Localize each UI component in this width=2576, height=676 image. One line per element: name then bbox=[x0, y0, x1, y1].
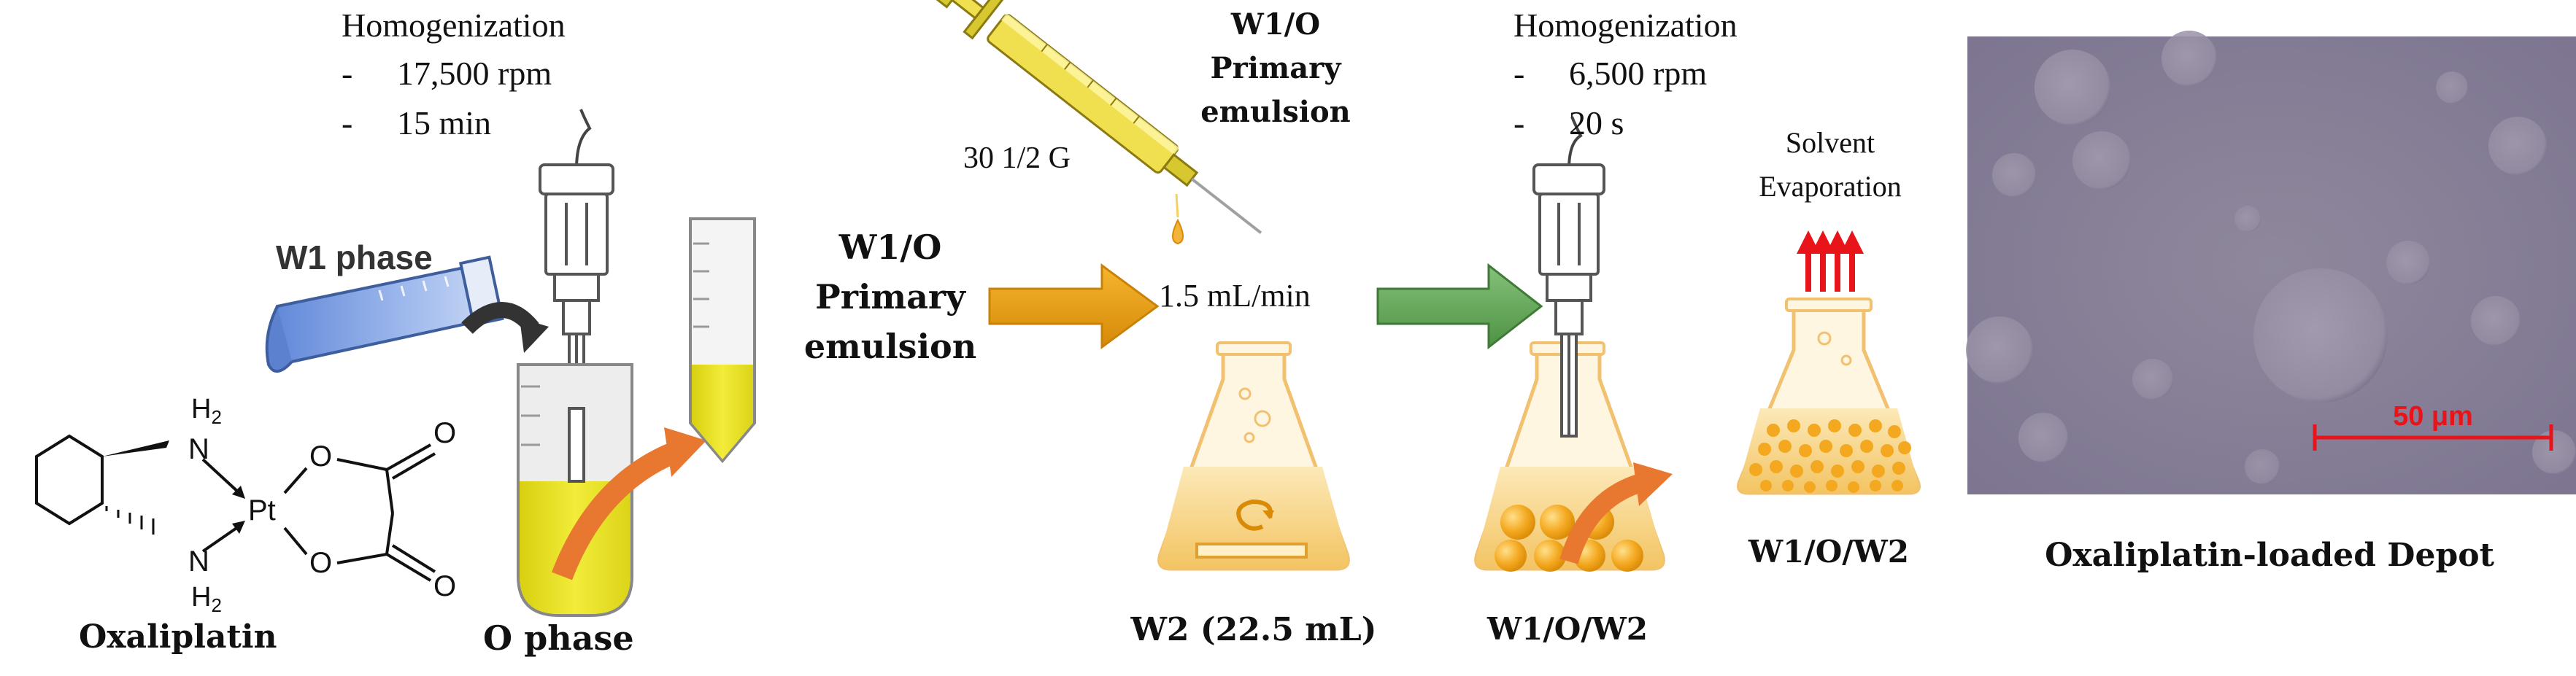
droplet bbox=[1172, 218, 1184, 245]
homogenizer-2 bbox=[1532, 116, 1605, 438]
wedge-bond-top bbox=[102, 440, 169, 457]
dashed-bond-bottom bbox=[105, 506, 155, 535]
transfer-arrow-1 bbox=[552, 440, 683, 580]
atom-n-top: N bbox=[188, 433, 209, 465]
needle-gauge-label: 30 1/2 G bbox=[963, 141, 1071, 175]
transfer-arrow-2-head bbox=[1633, 462, 1673, 506]
atom-n-bottom: N bbox=[188, 545, 209, 578]
atom-o2: O bbox=[309, 547, 333, 579]
homogenization-2-time: 20 s bbox=[1569, 104, 1624, 141]
evaporation-arrows bbox=[1797, 230, 1864, 292]
homogenization-1-title: Homogenization bbox=[342, 7, 566, 44]
transfer-arrow-2 bbox=[1559, 472, 1649, 564]
flow-rate-label: 1.5 mL/min bbox=[1159, 278, 1311, 314]
primary-emulsion-line1: W1/O bbox=[838, 228, 942, 267]
coordination-arrow-top bbox=[201, 458, 242, 496]
w1-phase-label: W1 phase bbox=[276, 238, 433, 276]
atom-pt: Pt bbox=[248, 494, 276, 527]
scale-bar bbox=[2313, 424, 2553, 451]
atom-o4: O bbox=[433, 570, 457, 602]
homogenization-2-bullet-2: - bbox=[1513, 104, 1525, 141]
homogenization-1-time: 15 min bbox=[397, 104, 492, 141]
evaporation-flask bbox=[1737, 298, 1921, 495]
w1ow2-label-b: W1/O/W2 bbox=[1748, 534, 1910, 570]
microspheres bbox=[1966, 31, 2576, 484]
syringe-label-line2: Primary bbox=[1210, 51, 1341, 85]
orange-flow-arrow bbox=[988, 263, 1160, 349]
homogenization-2-title: Homogenization bbox=[1513, 7, 1738, 44]
primary-emulsion-line2: Primary bbox=[815, 277, 965, 316]
micrograph bbox=[1966, 31, 2576, 494]
green-flow-arrow bbox=[1376, 263, 1543, 350]
homogenization-1-bullet-2: - bbox=[342, 104, 353, 141]
atom-o3: O bbox=[433, 417, 457, 449]
o-phase-label: O phase bbox=[483, 618, 634, 658]
homogenization-2-speed: 6,500 rpm bbox=[1569, 55, 1708, 92]
depot-label: Oxaliplatin-loaded Depot bbox=[2045, 537, 2494, 574]
solvent-label-line2: Evaporation bbox=[1759, 170, 1902, 203]
atom-h2-bottom: H2 bbox=[191, 582, 222, 616]
w1ow2-label-a: W1/O/W2 bbox=[1486, 611, 1648, 647]
atom-o1: O bbox=[309, 440, 333, 473]
syringe-label-line1: W1/O bbox=[1230, 7, 1321, 42]
w1o-tube bbox=[689, 217, 756, 464]
w2-flask bbox=[1157, 341, 1350, 571]
cyclohexane-ring bbox=[35, 434, 104, 526]
primary-emulsion-line3: emulsion bbox=[803, 327, 977, 366]
atom-h2-top: H2 bbox=[191, 394, 222, 428]
scale-bar-label: 50 μm bbox=[2393, 401, 2473, 432]
microsphere-dots bbox=[1749, 419, 1911, 493]
homogenization-1-speed: 17,500 rpm bbox=[397, 55, 552, 92]
solvent-label-line1: Solvent bbox=[1785, 126, 1875, 159]
syringe-label-line3: emulsion bbox=[1200, 95, 1351, 129]
oxaliplatin-label: Oxaliplatin bbox=[79, 618, 277, 656]
homogenizer-1 bbox=[539, 109, 614, 430]
homogenization-2-bullet-1: - bbox=[1513, 55, 1525, 92]
syringe bbox=[933, 0, 1262, 234]
oxaliplatin-structure bbox=[35, 434, 436, 582]
pour-arrow-head bbox=[520, 318, 549, 353]
coordination-arrow-bottom bbox=[201, 524, 242, 553]
homogenization-1-bullet-1: - bbox=[342, 55, 353, 92]
transfer-arrow-1-head bbox=[664, 427, 706, 477]
w2-label: W2 (22.5 mL) bbox=[1130, 611, 1377, 648]
